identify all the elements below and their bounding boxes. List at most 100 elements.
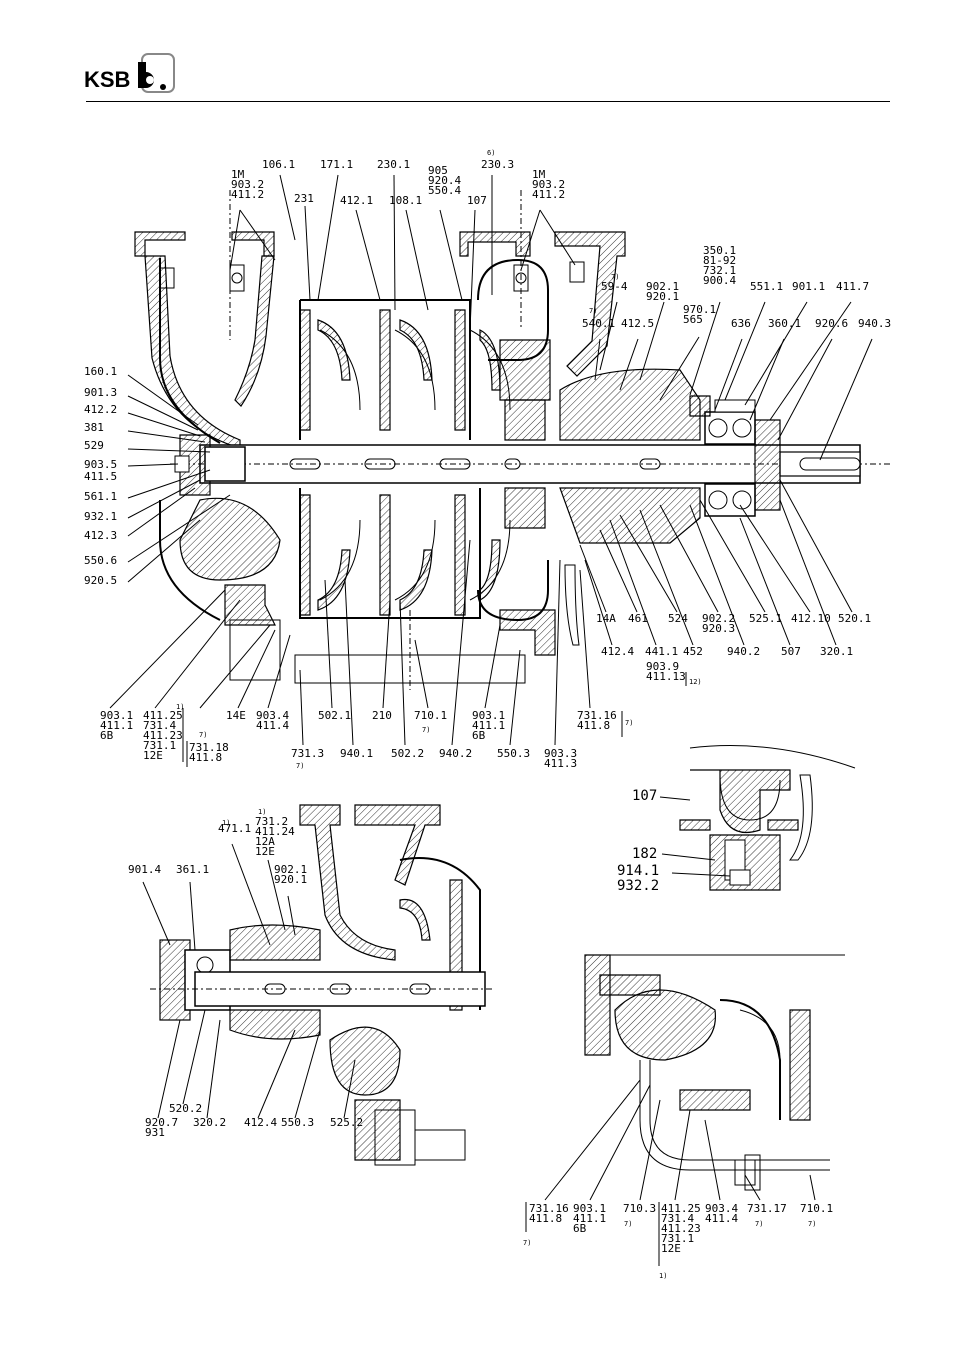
label-main-bottom-right-b11: 940.2 (727, 645, 760, 658)
label-main-bottom-right-b5: 525.1 (749, 612, 782, 625)
label-lower-left-bottom-l6: 520.2 (169, 1102, 202, 1115)
label-main-bottom-right-b12: 507 (781, 645, 801, 658)
label-main-bottom-right-b13: 320.1 (820, 645, 853, 658)
label-main-left-1: 901.3 (84, 386, 117, 399)
label-main-bottom-right-b6: 412.10 (791, 612, 831, 625)
label-lower-right-w4: 12E (661, 1242, 681, 1255)
label-main-top-t8: 905 (428, 164, 448, 177)
label-main-bottom-c2: 411.25 (143, 709, 183, 722)
label-main-bottom-c1: 411.1 (100, 719, 133, 732)
note-lower-right-3: 1) (659, 1272, 667, 1280)
label-main-top-t1: 903.2 (231, 178, 264, 191)
label-main-top-t9: 107 (467, 194, 487, 207)
note-lower-left-1: 1) (258, 808, 266, 816)
label-main-bottom-c12: 940.1 (340, 747, 373, 760)
header-rule (86, 101, 890, 102)
label-main-left-5: 903.5 (84, 458, 117, 471)
label-detail-d3: 914.1 (617, 863, 659, 879)
label-lower-left-top-l3: 920.1 (274, 873, 307, 886)
label-lower-left-top-l2: 731.2 (255, 815, 288, 828)
note-main-bottom-0: 1) (176, 703, 184, 711)
label-main-right-r7: 565 (683, 313, 703, 326)
label-main-right-r1: 350.1 (703, 244, 736, 257)
note-lower-right-2: 7) (755, 1220, 763, 1228)
label-lower-left-bottom-l9: 412.4 (244, 1116, 277, 1129)
note-main-bottom-1: 7) (199, 731, 207, 739)
label-main-bottom-c14: 940.2 (439, 747, 472, 760)
label-lower-right-w1: 411.8 (529, 1212, 562, 1225)
label-lower-left-top-l2: 12E (255, 845, 275, 858)
label-lower-left-bottom-l7: 920.7 (145, 1116, 178, 1129)
label-main-top-t7: 108.1 (389, 194, 422, 207)
label-main-bottom-c9: 731.16 (577, 709, 617, 722)
label-lower-right-w3: 710.3 (623, 1202, 656, 1215)
label-main-bottom-c16: 411.3 (544, 757, 577, 770)
label-lower-right-w7: 710.1 (800, 1202, 833, 1215)
label-main-bottom-c9: 411.8 (577, 719, 610, 732)
label-main-bottom-c2: 411.23 (143, 729, 183, 742)
label-main-bottom-right-b8: 412.4 (601, 645, 634, 658)
label-main-right-r2: 920.1 (646, 290, 679, 303)
label-main-bottom-c2: 731.4 (143, 719, 176, 732)
label-main-top-t11: 1M (532, 168, 546, 181)
label-main-bottom-c10: 731.18 (189, 741, 229, 754)
label-main-left-6: 411.5 (84, 470, 117, 483)
label-main-bottom-c2: 731.1 (143, 739, 176, 752)
label-main-bottom-c10: 411.8 (189, 751, 222, 764)
label-detail-d1: 107 (632, 788, 657, 804)
note-main-right-0: 7) (611, 273, 619, 281)
label-lower-right-w4: 411.23 (661, 1222, 701, 1235)
label-main-right-r1: 81-92 (703, 254, 736, 267)
label-main-right-r6: 59-4 (601, 280, 628, 293)
label-lower-right-w2: 411.1 (573, 1212, 606, 1225)
label-main-right-r4: 901.1 (792, 280, 825, 293)
label-main-bottom-c8: 411.1 (472, 719, 505, 732)
label-main-top-t5: 412.1 (340, 194, 373, 207)
note-230-3: 6) (487, 149, 495, 157)
label-lower-left-bottom-l11: 525.2 (330, 1116, 363, 1129)
label-lower-right-w1: 731.16 (529, 1202, 569, 1215)
label-main-right-r12: 920.6 (815, 317, 848, 330)
label-main-bottom-right-b1: 14A (596, 612, 616, 625)
label-main-903-9: 411.13 (646, 670, 686, 683)
label-main-top-t3: 231 (294, 192, 314, 205)
label-lower-left-top-l2: 12A (255, 835, 275, 848)
label-main-left-0: 160.1 (84, 365, 117, 378)
label-main-bottom-c15: 550.3 (497, 747, 530, 760)
label-main-right-r1: 900.4 (703, 274, 736, 287)
lower-left-view-geometry (142, 804, 495, 1166)
part-number-labels: 1M903.2411.2106.1231171.1412.1230.1108.1… (84, 149, 891, 1280)
label-main-top-t1: 411.2 (231, 188, 264, 201)
label-main-top-t11: 411.2 (532, 188, 565, 201)
label-main-bottom-c8: 903.1 (472, 709, 505, 722)
label-main-left-7: 561.1 (84, 490, 117, 503)
note-lower-left-0: 1) (222, 819, 230, 827)
note-main-bottom-4: 7) (296, 762, 304, 770)
note-main-right-1: 7) (589, 307, 597, 315)
label-main-top-t6: 230.1 (377, 158, 410, 171)
label-main-right-r8: 540.1 (582, 317, 615, 330)
ksb-logo: KSB (84, 52, 178, 96)
note-main-bottom-2: 7) (625, 719, 633, 727)
lower-right-view-geometry (525, 954, 845, 1266)
label-main-bottom-right-b10: 452 (683, 645, 703, 658)
label-main-903-9: 903.9 (646, 660, 679, 673)
label-lower-left-bottom-l7: 931 (145, 1126, 165, 1139)
label-lower-right-w4: 731.4 (661, 1212, 694, 1225)
label-main-left-4: 529 (84, 439, 104, 452)
label-main-bottom-right-b9: 441.1 (645, 645, 678, 658)
label-main-right-r9: 412.5 (621, 317, 654, 330)
label-main-bottom-right-b2: 461 (628, 612, 648, 625)
main-view-leaders (109, 174, 873, 767)
detail-view-geometry (659, 745, 856, 891)
label-main-bottom-c8: 6B (472, 729, 486, 742)
label-main-top-t10: 230.3 (481, 158, 514, 171)
label-main-bottom-right-b4: 920.3 (702, 622, 735, 635)
label-detail-d2: 182 (632, 846, 657, 862)
label-main-bottom-c1: 6B (100, 729, 114, 742)
label-main-left-9: 412.3 (84, 529, 117, 542)
label-main-right-r11: 360.1 (768, 317, 801, 330)
label-main-bottom-c4: 903.4 (256, 709, 289, 722)
label-lower-left-top-l1: 471.1 (218, 822, 251, 835)
